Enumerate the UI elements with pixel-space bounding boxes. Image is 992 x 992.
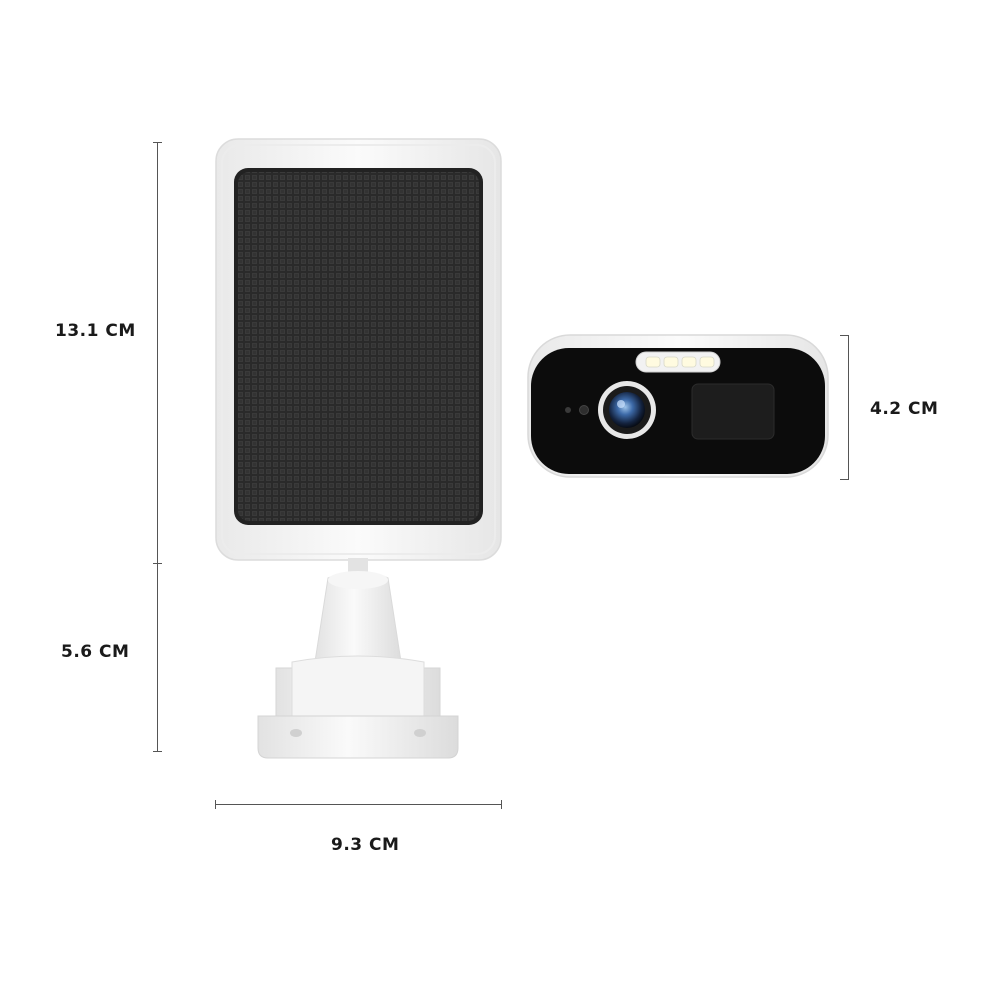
height-dimension-line (157, 142, 158, 752)
camera-height-tick-top (840, 335, 849, 336)
solar-panel-icon (215, 138, 502, 561)
camera-height-dimension-line (848, 335, 849, 480)
width-dimension-tick-right (501, 800, 502, 809)
height-dimension-tick-top (153, 142, 162, 143)
led-light-icon (635, 351, 721, 373)
width-dimension-line (215, 804, 502, 805)
mount-height-label: 5.6 CM (61, 642, 130, 662)
height-dimension-tick-bottom (153, 751, 162, 752)
camera-height-label: 4.2 CM (870, 399, 939, 419)
width-label: 9.3 CM (331, 835, 400, 855)
camera-height-tick-bottom (840, 479, 849, 480)
camera-lens-icon (598, 381, 656, 439)
width-dimension-tick-left (215, 800, 216, 809)
mount-bracket-icon (257, 558, 459, 759)
camera-icon (527, 334, 829, 478)
panel-height-label: 13.1 CM (55, 321, 136, 341)
height-dimension-tick-mid (153, 563, 162, 564)
